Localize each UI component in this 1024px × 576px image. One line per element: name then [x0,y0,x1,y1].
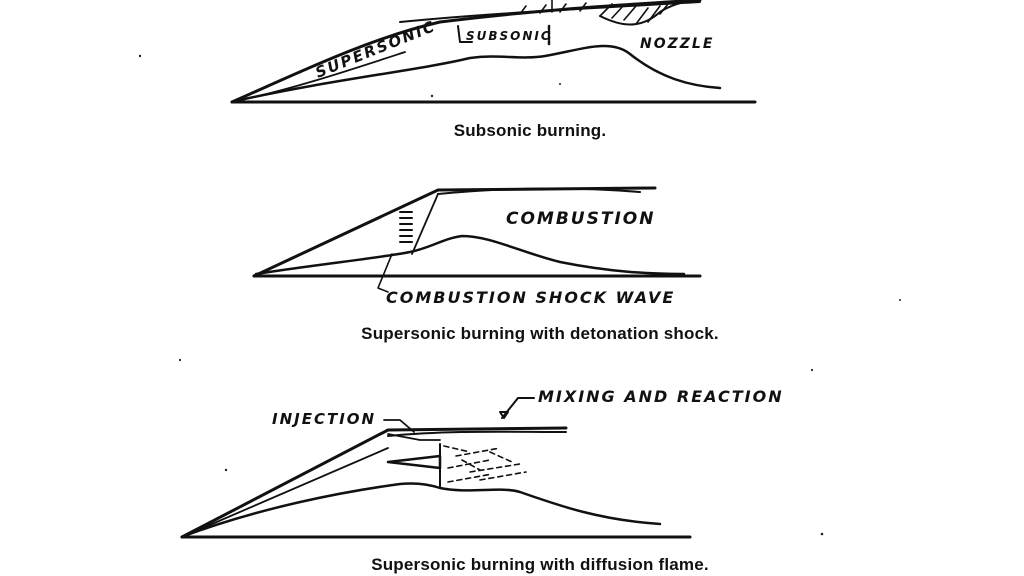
panel-diffusion-flame: INJECTION MIXING AND REACTION [180,387,784,539]
panel-3-leader-lines [383,397,535,433]
label-injection: INJECTION [272,410,376,428]
label-mixing-and-reaction: MIXING AND REACTION [538,387,784,406]
label-subsonic: SUBSONIC [466,29,552,43]
panel-2-shock-wave [377,193,439,293]
label-combustion-shock-wave: COMBUSTION SHOCK WAVE [386,288,675,307]
caption-detonation-shock: Supersonic burning with detonation shock… [361,324,719,343]
scan-specks [138,54,901,536]
label-nozzle: NOZZLE [640,36,714,52]
panel-3-fuel-injector [386,443,442,489]
label-combustion: COMBUSTION [506,209,655,229]
caption-subsonic-burning: Subsonic burning. [453,121,607,140]
panel-1-lower-centerbody [230,44,757,104]
panel-subsonic-burning: SUPERSONIC SUBSONIC NOZZLE [230,0,757,104]
caption-diffusion-flame: Supersonic burning with diffusion flame. [371,555,709,574]
label-supersonic: SUPERSONIC [313,17,439,82]
panel-3-mixing-zone [443,445,527,483]
panel-2-upper-cowl [252,186,657,278]
panel-3-lower-centerbody [180,447,692,539]
panel-1-subsonic-region [457,24,551,46]
panel-1-upper-cowl [230,0,702,104]
panel-2-lower-centerbody [252,234,702,278]
panel-detonation-shock: COMBUSTION COMBUSTION SHOCK WAVE [252,186,702,307]
panel-3-upper-cowl [180,426,568,539]
